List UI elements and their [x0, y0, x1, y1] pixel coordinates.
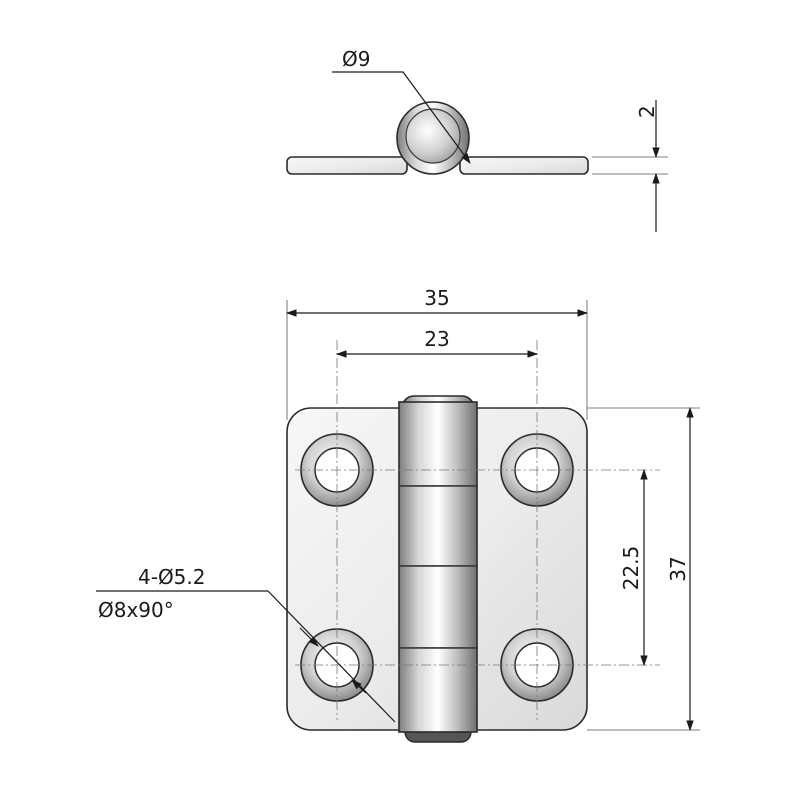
knuckle-segment-1: [398, 401, 478, 487]
dimensions: 35 23 37 22.5 4-Ø5.2 Ø8x90°: [96, 286, 700, 732]
knuckle: [398, 395, 478, 743]
pin-diameter-leader: [332, 71, 471, 164]
hole-centerlines: [295, 340, 660, 720]
hole-count-diameter-label: 4-Ø5.2: [138, 565, 206, 589]
side-view-leaf-left: [286, 156, 408, 175]
hole-spacing-y-label: 22.5: [619, 546, 643, 591]
overall-width-label: 35: [424, 286, 449, 310]
side-view: Ø9 2: [286, 47, 668, 232]
knuckle-segment-2: [398, 485, 478, 567]
countersink-label: Ø8x90°: [98, 598, 174, 622]
hole-spacing-x-label: 23: [424, 327, 449, 351]
pin-diameter-label: Ø9: [342, 47, 370, 71]
thickness-label: 2: [635, 105, 659, 118]
side-view-leaf-right: [459, 156, 589, 175]
side-view-pin: [405, 108, 461, 164]
overall-height-label: 37: [666, 556, 690, 581]
hole-callout-leader: [267, 590, 396, 723]
front-view: [286, 340, 660, 743]
knuckle-segment-4: [398, 647, 478, 733]
knuckle-segment-3: [398, 565, 478, 649]
